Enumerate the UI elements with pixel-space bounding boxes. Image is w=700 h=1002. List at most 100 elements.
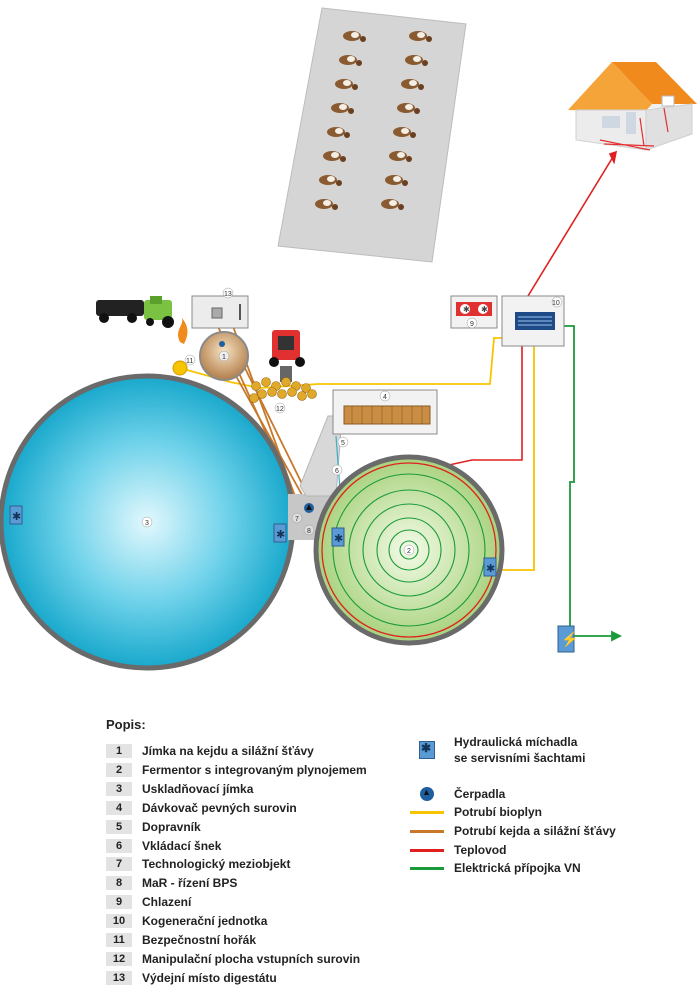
safety-flare — [172, 318, 188, 376]
legend-line-heat: Teplovod — [410, 841, 506, 859]
legend-item-label: Uskladňovací jímka — [142, 781, 254, 796]
legend-item: 11 Bezpečnostní hořák — [106, 931, 256, 949]
legend-item: 12 Manipulační plocha vstupních surovin — [106, 950, 360, 968]
legend-pump-label: Čerpadla — [454, 787, 506, 801]
legend-item-number: 13 — [106, 970, 132, 985]
legend-item-number: 8 — [106, 876, 132, 891]
cow-herd — [315, 31, 432, 210]
pipe-biogas — [179, 336, 535, 571]
cow-icon — [339, 55, 362, 66]
legend-item-number: 3 — [106, 781, 132, 796]
label-7: 7 — [295, 516, 299, 523]
legend-item: 1 Jímka na kejdu a silážní šťávy — [106, 742, 314, 760]
cow-icon — [409, 31, 432, 42]
lightning-icon: ⚡ — [561, 631, 578, 648]
legend-item-number: 10 — [106, 914, 132, 929]
cow-icon — [331, 103, 354, 114]
legend-title: Popis: — [106, 717, 146, 732]
cow-icon — [343, 31, 366, 42]
legend-item: 4 Dávkovač pevných surovin — [106, 799, 297, 817]
cow-icon — [397, 103, 420, 114]
cow-icon — [385, 175, 408, 186]
bale-icon — [287, 387, 297, 397]
bale-icon — [249, 393, 259, 403]
label-8: 8 — [307, 528, 311, 535]
cow-icon — [389, 151, 412, 162]
cow-icon — [315, 199, 338, 210]
cow-icon — [405, 55, 428, 66]
pipe-electric — [564, 325, 623, 642]
mixer-icon: ✱ — [486, 563, 495, 575]
legend-item-label: Jímka na kejdu a silážní šťávy — [142, 744, 314, 758]
legend-item-number: 12 — [106, 951, 132, 966]
legend-item: 7 Technologický meziobjekt — [106, 855, 290, 873]
label-1: 1 — [222, 354, 226, 361]
mixer-icon: ✱ — [276, 529, 285, 541]
legend-item-label: Dopravník — [142, 819, 201, 834]
legend-item-label: Vkládací šnek — [142, 838, 222, 853]
legend-item-number: 9 — [106, 895, 132, 910]
legend-item-number: 7 — [106, 857, 132, 872]
legend-item: 2 Fermentor s integrovaným plynojemem — [106, 761, 367, 779]
legend-item-label: Technologický meziobjekt — [142, 857, 291, 872]
label-13: 13 — [224, 291, 232, 298]
cow-icon — [323, 151, 346, 162]
label-2: 2 — [407, 548, 411, 555]
mixer-icon — [419, 741, 435, 759]
electric-connection: ⚡ — [557, 625, 578, 653]
label-10: 10 — [552, 300, 560, 307]
legend-item: 10 Kogenerační jednotka — [106, 912, 267, 930]
cow-icon — [401, 79, 424, 90]
legend-item-number: 11 — [106, 933, 132, 947]
silage-bales — [249, 377, 317, 403]
legend-pump: Čerpadla — [410, 785, 505, 803]
biogas-plant-diagram: ✱ ✱ ✱ ✱ — [0, 7, 697, 671]
cow-icon — [327, 127, 350, 138]
legend-item-label: Dávkovač pevných surovin — [142, 800, 297, 815]
legend-item-label: Bezpečnostní hořák — [142, 933, 257, 947]
legend-item-number: 1 — [106, 744, 132, 758]
bale-icon — [251, 381, 261, 391]
legend-item-label: Manipulační plocha vstupních surovin — [142, 951, 361, 966]
label-11: 11 — [186, 358, 193, 365]
legend-item-number: 4 — [106, 800, 132, 815]
legend-mixer-label-2: se servisními šachtami — [454, 751, 586, 765]
legend-mixer-label-1: Hydraulická míchadla — [454, 735, 578, 749]
bale-icon — [277, 389, 287, 399]
bale-icon — [301, 383, 311, 393]
cow-icon — [393, 127, 416, 138]
legend-item-number: 6 — [106, 838, 132, 853]
legend-item-label: Kogenerační jednotka — [142, 914, 268, 929]
legend-item-label: Fermentor s integrovaným plynojemem — [142, 762, 367, 777]
legend-item-label: Chlazení — [142, 895, 192, 910]
label-3: 3 — [145, 520, 149, 527]
bale-icon — [281, 377, 291, 387]
fan-icon: ✱ — [481, 305, 488, 314]
legend-item-label: MaR - řízení BPS — [142, 876, 238, 891]
legend-item-number: 2 — [106, 762, 132, 777]
bale-icon — [297, 391, 307, 401]
legend-item: 9 Chlazení — [106, 893, 191, 911]
digestate-outlet — [191, 295, 249, 329]
bale-icon — [267, 387, 277, 397]
barn — [277, 7, 467, 263]
bale-icon — [261, 377, 271, 387]
pump-icon — [420, 787, 434, 801]
legend-item: 13 Výdejní místo digestátu — [106, 969, 277, 987]
cow-icon — [319, 175, 342, 186]
legend-slurry-label: Potrubí kejda a silážní šťávy — [454, 824, 616, 838]
cow-icon — [335, 79, 358, 90]
legend-line-electric: Elektrická přípojka VN — [410, 859, 581, 877]
fan-icon: ✱ — [463, 305, 470, 314]
label-12: 12 — [276, 406, 284, 413]
house — [568, 62, 697, 151]
bale-icon — [307, 389, 317, 399]
loader-tractor-icon — [269, 330, 305, 382]
number-labels: 1 2 3 4 5 6 7 8 9 10 11 12 13 — [141, 287, 563, 556]
cow-icon — [381, 199, 404, 210]
legend-biogas-label: Potrubí bioplyn — [454, 805, 542, 819]
legend-item: 6 Vkládací šnek — [106, 837, 221, 855]
label-9: 9 — [470, 321, 474, 328]
legend-item-label: Výdejní místo digestátu — [142, 970, 277, 985]
legend-line-biogas: Potrubí bioplyn — [410, 803, 542, 821]
